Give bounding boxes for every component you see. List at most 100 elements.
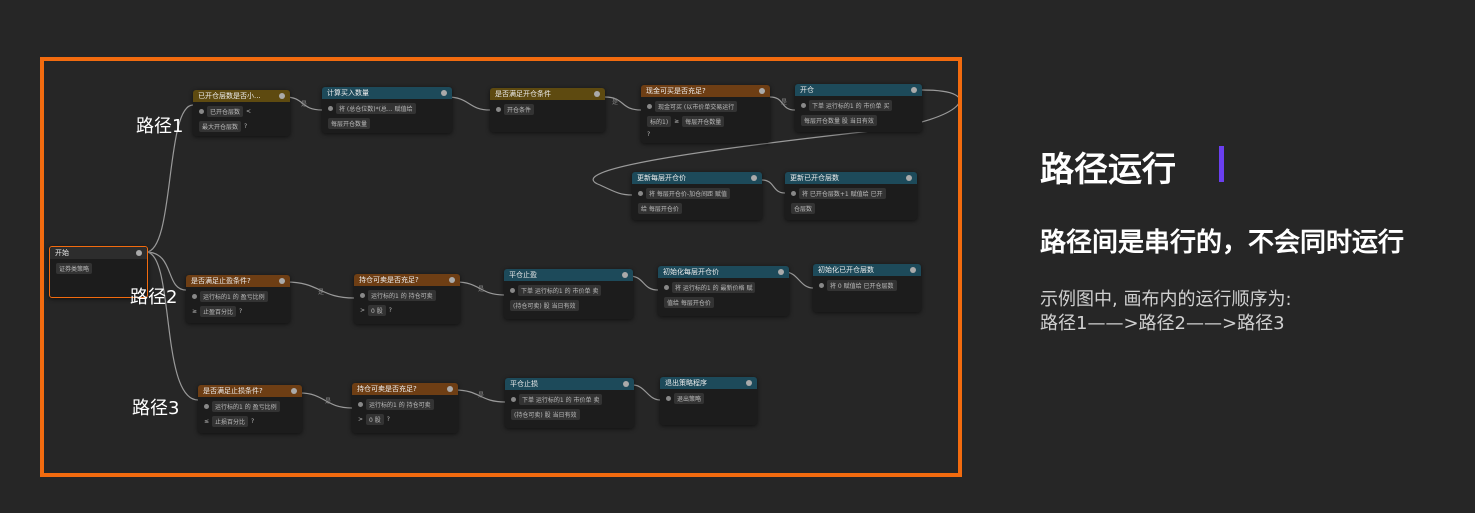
node-title: 平仓止盈 xyxy=(509,271,537,279)
accent-bar xyxy=(1219,146,1224,182)
node-title: 更新每层开仓价 xyxy=(637,174,686,182)
output-port-icon[interactable] xyxy=(136,250,142,256)
input-port-icon[interactable] xyxy=(328,106,333,111)
p3-node-exit[interactable]: 退出策略程序 退出策略 xyxy=(660,377,757,425)
node-field: 将 运行标的1 的 最新价格 赋 xyxy=(672,282,756,293)
p1-node-open-position[interactable]: 开仓 下单 运行标的1 的 市价单 买 每层开仓数量 股 当日有效 xyxy=(795,84,922,132)
input-port-icon[interactable] xyxy=(358,402,363,407)
start-node[interactable]: 开始 证券类策略 xyxy=(49,246,148,298)
node-title: 初始化已开仓层数 xyxy=(818,266,874,274)
output-port-icon[interactable] xyxy=(622,272,628,278)
node-title: 是否满足止损条件? xyxy=(203,387,263,395)
node-title: 是否满足止盈条件? xyxy=(191,277,251,285)
output-port-icon[interactable] xyxy=(911,87,917,93)
node-title: 平仓止损 xyxy=(510,380,538,388)
node-title: 持仓可卖是否充足? xyxy=(357,385,417,393)
p1-node-layer-check[interactable]: 已开仓层数是否小... 已开仓层数< 最大开仓层数? xyxy=(193,90,290,136)
output-port-icon[interactable] xyxy=(449,277,455,283)
node-operator: ? xyxy=(386,416,390,423)
node-operator: ? xyxy=(647,131,651,138)
input-port-icon[interactable] xyxy=(192,294,197,299)
panel-title: 路径运行 xyxy=(1040,150,1176,190)
route-label-2: 路径2 xyxy=(130,287,178,308)
output-port-icon[interactable] xyxy=(447,386,453,392)
output-port-icon[interactable] xyxy=(594,91,600,97)
edge-label: 是 xyxy=(318,289,325,296)
p1-node-update-price[interactable]: 更新每层开仓价 将 每层开仓价-加仓间距 赋值 给 每层开仓价 xyxy=(632,172,762,220)
node-operator: ? xyxy=(251,418,255,425)
p1-node-update-layers[interactable]: 更新已开仓层数 将 已开仓层数+1 赋值给 已开 仓层数 xyxy=(785,172,917,220)
canvas-frame xyxy=(40,57,962,477)
start-node-header: 开始 xyxy=(50,247,147,259)
node-operator: ? xyxy=(239,308,243,315)
panel-subtitle: 路径间是串行的，不会同时运行 xyxy=(1040,228,1405,258)
panel-desc-line2: 路径1——>路径2——>路径3 xyxy=(1040,313,1285,334)
input-port-icon[interactable] xyxy=(360,293,365,298)
node-operator: ≥ xyxy=(674,118,680,125)
input-port-icon[interactable] xyxy=(664,285,669,290)
output-port-icon[interactable] xyxy=(746,380,752,386)
node-field: 值给 每层开仓价 xyxy=(664,297,714,308)
node-operator: ? xyxy=(244,123,248,130)
input-port-icon[interactable] xyxy=(511,397,516,402)
node-field: 已开仓层数 xyxy=(207,106,244,117)
node-field: 止损百分比 xyxy=(212,416,249,427)
p2-node-init-price[interactable]: 初始化每层开仓价 将 运行标的1 的 最新价格 赋 值给 每层开仓价 xyxy=(658,266,789,316)
node-field: 给 每层开仓价 xyxy=(638,203,682,214)
input-port-icon[interactable] xyxy=(510,288,515,293)
node-field: 0 股 xyxy=(368,305,386,316)
node-field: 标的1) xyxy=(647,116,672,127)
p3-node-stoploss-check[interactable]: 是否满足止损条件? 运行标的1 的 盈亏比例 ≤止损百分比? xyxy=(198,385,302,433)
output-port-icon[interactable] xyxy=(291,388,297,394)
output-port-icon[interactable] xyxy=(279,278,285,284)
node-field: (持仓可卖) 股 当日有效 xyxy=(510,300,579,311)
p1-node-open-cond[interactable]: 是否满足开仓条件 开仓条件 xyxy=(490,88,605,132)
node-field: 每层开仓数量 股 当日有效 xyxy=(801,115,877,126)
p2-node-sellable-check[interactable]: 持仓可卖是否充足? 运行标的1 的 持仓可卖 >0 股? xyxy=(354,274,460,324)
input-port-icon[interactable] xyxy=(204,404,209,409)
input-port-icon[interactable] xyxy=(819,283,824,288)
output-port-icon[interactable] xyxy=(623,381,629,387)
input-port-icon[interactable] xyxy=(666,396,671,401)
node-title: 退出策略程序 xyxy=(665,379,707,387)
output-port-icon[interactable] xyxy=(751,175,757,181)
route-label-1: 路径1 xyxy=(136,116,184,137)
input-port-icon[interactable] xyxy=(791,191,796,196)
node-operator: < xyxy=(246,108,252,115)
node-title: 初始化每层开仓价 xyxy=(663,268,719,276)
node-field: 运行标的1 的 盈亏比例 xyxy=(212,401,280,412)
p1-node-calc-qty[interactable]: 计算买入数量 将 (总仓位数)*(总... 赋值给 每层开仓数量 xyxy=(322,87,452,133)
start-node-body: 证券类策略 xyxy=(56,263,93,274)
node-field: 现金可买 (以市价单交易运行 xyxy=(655,101,738,112)
input-port-icon[interactable] xyxy=(647,104,652,109)
p2-node-close-profit[interactable]: 平仓止盈 下单 运行标的1 的 市价单 卖 (持仓可卖) 股 当日有效 xyxy=(504,269,633,319)
node-field: 仓层数 xyxy=(791,203,816,214)
p1-node-cash-check[interactable]: 现金可买是否充足? 现金可买 (以市价单交易运行 标的1)≥每层开仓数量 ? xyxy=(641,85,770,143)
panel-desc-line1: 示例图中, 画布内的运行顺序为: xyxy=(1040,289,1292,310)
output-port-icon[interactable] xyxy=(906,175,912,181)
p3-node-sellable-check[interactable]: 持仓可卖是否充足? 运行标的1 的 持仓可卖 >0 股? xyxy=(352,383,458,433)
node-field: 将 每层开仓价-加仓间距 赋值 xyxy=(646,188,730,199)
node-title: 持仓可卖是否充足? xyxy=(359,276,419,284)
output-port-icon[interactable] xyxy=(279,93,285,99)
edge-label: 是 xyxy=(612,99,619,106)
edge-label: 是 xyxy=(301,101,308,108)
input-port-icon[interactable] xyxy=(496,107,501,112)
node-field: 开仓条件 xyxy=(504,104,535,115)
output-port-icon[interactable] xyxy=(441,90,447,96)
node-field: 下单 运行标的1 的 市价单 卖 xyxy=(518,285,602,296)
p2-node-init-layers[interactable]: 初始化已开仓层数 将 0 赋值给 已开仓层数 xyxy=(813,264,921,312)
output-port-icon[interactable] xyxy=(910,267,916,273)
output-port-icon[interactable] xyxy=(759,88,765,94)
node-operator: ≥ xyxy=(192,308,198,315)
input-port-icon[interactable] xyxy=(199,109,204,114)
output-port-icon[interactable] xyxy=(778,269,784,275)
node-title: 是否满足开仓条件 xyxy=(495,90,551,98)
node-field: 0 股 xyxy=(366,414,384,425)
edge-label: 是 xyxy=(478,392,485,399)
p2-node-takeprofit-check[interactable]: 是否满足止盈条件? 运行标的1 的 盈亏比例 ≥止盈百分比? xyxy=(186,275,290,323)
p3-node-close-loss[interactable]: 平仓止损 下单 运行标的1 的 市价单 卖 (持仓可卖) 股 当日有效 xyxy=(505,378,634,428)
node-field: 运行标的1 的 持仓可卖 xyxy=(368,290,436,301)
input-port-icon[interactable] xyxy=(801,103,806,108)
input-port-icon[interactable] xyxy=(638,191,643,196)
